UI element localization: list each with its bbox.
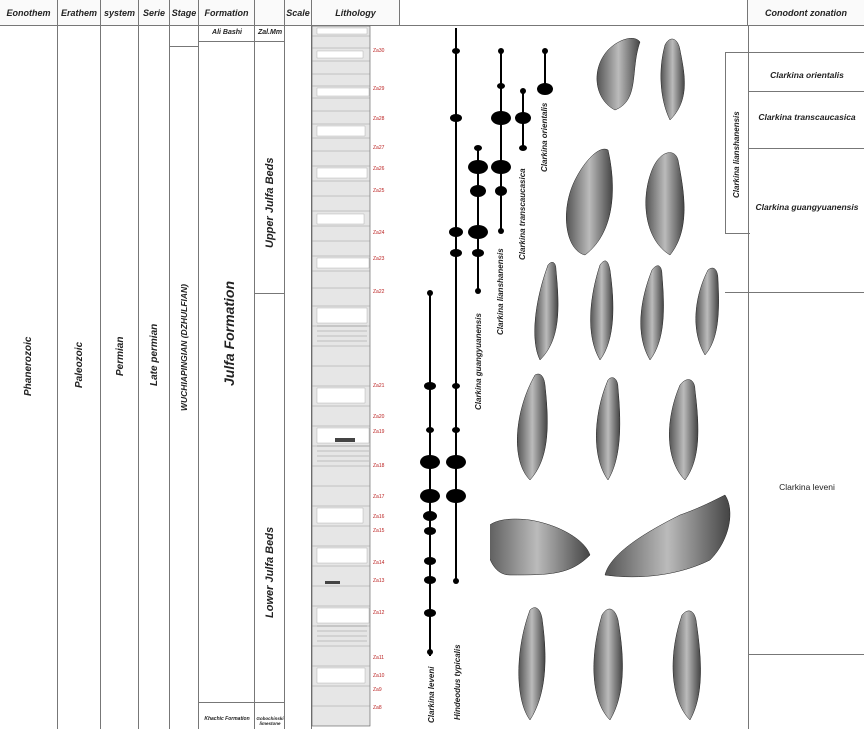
system-label: Permian <box>115 337 126 376</box>
upper-beds-label: Upper Julfa Beds <box>264 158 276 248</box>
lithology-column <box>305 26 405 729</box>
sample-label: Za24 <box>373 230 384 236</box>
sample-label: Za12 <box>373 610 384 616</box>
specimen-orientalis-1 <box>597 38 640 110</box>
header-lithology: Lithology <box>312 0 400 26</box>
col-system: Permian <box>101 26 139 729</box>
sample-label: Za9 <box>373 687 382 693</box>
zal-mm-label: Zal.Mm <box>255 29 285 36</box>
stage-label: WUCHIAPINGIAN (DZHULFIAN) <box>179 284 189 411</box>
dalan-label: Gobochinski limestone <box>255 716 285 726</box>
sample-label: Za16 <box>373 514 384 520</box>
zone-line-3 <box>749 148 864 149</box>
zone-line-4 <box>725 292 864 293</box>
khachik-label: Khachic Formation <box>199 716 255 722</box>
zone-transcaucasica: Clarkina transcaucasica <box>747 112 864 122</box>
specimen-leveni-4 <box>519 608 545 720</box>
sample-label: Za25 <box>373 188 384 194</box>
lower-beds-label: Lower Julfa Beds <box>264 527 276 618</box>
col-formation: Ali Bashi Julfa Formation Khachic Format… <box>199 26 255 729</box>
header-erathem: Erathem <box>58 0 101 26</box>
stage-top-box <box>170 26 198 47</box>
header-serie: Serie <box>139 0 170 26</box>
sample-label: Za19 <box>373 429 384 435</box>
specimen-images <box>490 30 748 729</box>
specimen-leveni-5 <box>594 609 623 720</box>
specimen-typicalis-1 <box>490 519 590 575</box>
specimen-guangyuanensis-2 <box>535 262 558 360</box>
header-stage: Stage <box>170 0 199 26</box>
sample-label: Za17 <box>373 494 384 500</box>
sample-label: Za18 <box>373 463 384 469</box>
sample-label: Za15 <box>373 528 384 534</box>
zone-line-5 <box>749 654 864 655</box>
header-formation: Formation <box>199 0 255 26</box>
sample-label: Za8 <box>373 705 382 711</box>
sample-label: Za20 <box>373 414 384 420</box>
specimen-leveni-2 <box>596 378 620 480</box>
specimen-orientalis-2 <box>661 39 685 120</box>
sample-label: Za23 <box>373 256 384 262</box>
col-eonothem: Phanerozoic <box>0 26 58 729</box>
specimen-leveni-1 <box>517 374 547 480</box>
taxon-label-typicalis: Hindeodus typicalis <box>453 644 462 720</box>
specimen-guangyuanensis-4 <box>641 266 664 360</box>
header-eonothem: Eonothem <box>0 0 58 26</box>
zone-lianshanensis: Clarkina lianshanensis <box>732 111 741 198</box>
serie-label: Late permian <box>149 324 160 386</box>
sample-label: Za27 <box>373 145 384 151</box>
specimen-guangyuanensis-3 <box>591 261 613 360</box>
specimen-guangyuanensis-5 <box>696 268 719 355</box>
header-scale: Scale <box>285 0 312 26</box>
erathem-label: Paleozoic <box>74 342 85 388</box>
zone-guangyuanensis: Clarkina guangyuanensis <box>747 202 864 212</box>
header-spacer <box>400 0 748 26</box>
khachik-line <box>199 702 254 703</box>
col-stage: WUCHIAPINGIAN (DZHULFIAN) <box>170 26 199 729</box>
dalan-line <box>255 702 284 703</box>
header-blank <box>255 0 285 26</box>
zone-line-2 <box>749 91 864 92</box>
formation-label: Julfa Formation <box>221 281 237 386</box>
header-conodont: Conodont zonation <box>748 0 864 26</box>
zal-line <box>255 41 284 42</box>
sample-label: Za10 <box>373 673 384 679</box>
sample-label: Za30 <box>373 48 384 54</box>
sample-label: Za13 <box>373 578 384 584</box>
sample-label: Za14 <box>373 560 384 566</box>
ali-bashi-line <box>199 41 254 42</box>
specimen-transcaucasica-1 <box>566 149 612 255</box>
eonothem-label: Phanerozoic <box>23 337 34 396</box>
sample-label: Za29 <box>373 86 384 92</box>
taxon-label-guangyuanensis: Clarkina guangyuanensis <box>474 313 483 410</box>
sample-label: Za11 <box>373 655 384 661</box>
sample-label: Za26 <box>373 166 384 172</box>
taxon-label-leveni: Clarkina leveni <box>427 667 436 723</box>
sample-label: Za22 <box>373 289 384 295</box>
specimen-guangyuanensis-1 <box>646 153 684 255</box>
zone-line-1 <box>749 52 864 53</box>
specimen-typicalis-2 <box>605 495 730 577</box>
specimen-leveni-3 <box>669 380 698 480</box>
specimen-leveni-6 <box>673 611 701 720</box>
col-beds: Zal.Mm Upper Julfa Beds Lower Julfa Beds… <box>255 26 285 729</box>
zone-orientalis: Clarkina orientalis <box>747 70 864 80</box>
zonation-column: Clarkina lianshanensis Clarkina oriental… <box>748 26 864 729</box>
header-system: system <box>101 0 139 26</box>
sample-label: Za21 <box>373 383 384 389</box>
sample-label: Za28 <box>373 116 384 122</box>
beds-boundary <box>255 293 284 294</box>
col-erathem: Paleozoic <box>58 26 101 729</box>
col-serie: Late permian <box>139 26 170 729</box>
zone-leveni: Clarkina leveni <box>747 482 864 492</box>
ali-bashi-label: Ali Bashi <box>199 29 255 36</box>
